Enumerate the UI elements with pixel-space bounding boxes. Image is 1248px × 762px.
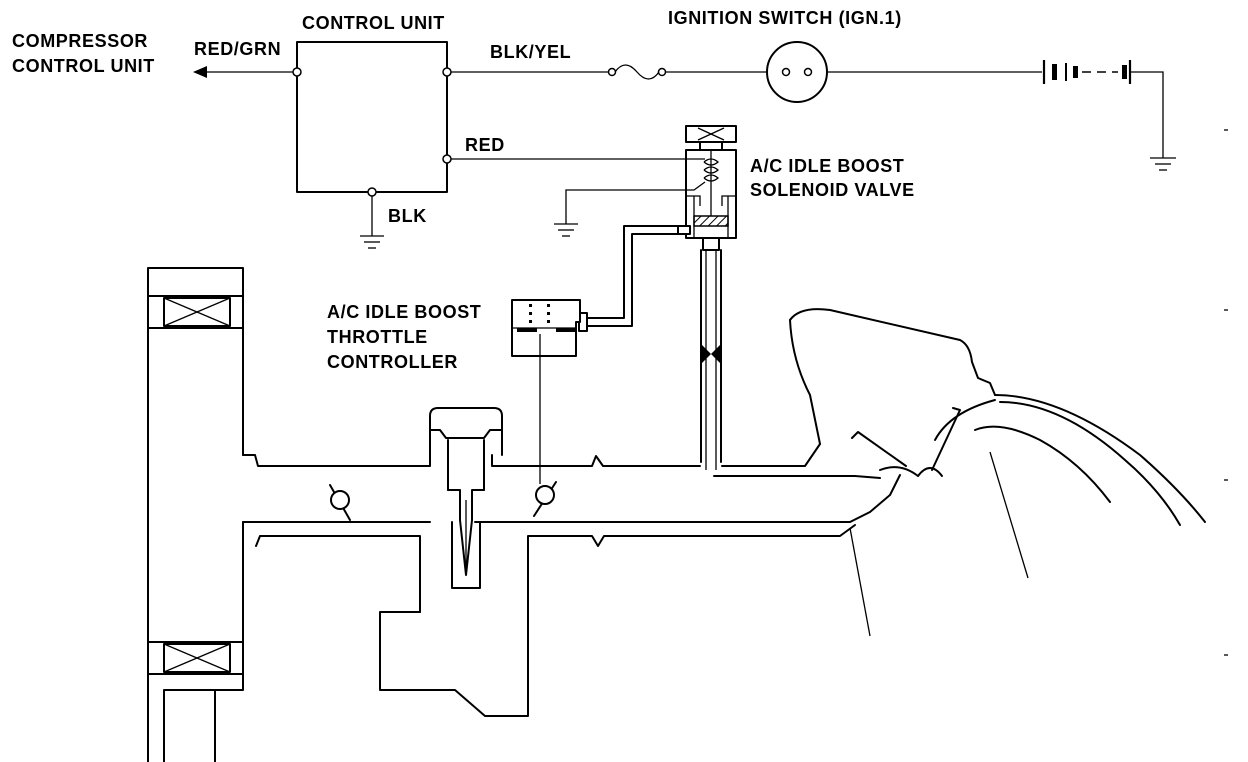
ignition-switch-icon — [766, 41, 828, 103]
wire-label-red-grn: RED/GRN — [194, 39, 281, 59]
ground-icon — [360, 235, 384, 249]
vacuum-hose-controller — [578, 225, 681, 332]
compressor-label-line1: COMPRESSOR — [12, 31, 148, 51]
control-unit-terminal-blk-yel — [442, 67, 452, 77]
wire-label-blk: BLK — [388, 206, 427, 226]
throttle-plate-icon — [533, 481, 557, 517]
throttle-label-line1: A/C IDLE BOOST — [327, 302, 481, 322]
throttle-label-line2: THROTTLE — [327, 327, 428, 347]
wire-label-blk-yel: BLK/YEL — [490, 42, 571, 62]
vacuum-hose-manifold — [700, 249, 722, 470]
air-cleaner — [147, 267, 244, 762]
battery-icon — [1042, 60, 1132, 84]
restrictor-icon — [701, 344, 711, 364]
intake-tract — [242, 407, 901, 717]
arrow-to-compressor-icon — [193, 66, 207, 78]
control-unit-label: CONTROL UNIT — [302, 13, 445, 33]
throttle-label-line3: CONTROLLER — [327, 352, 458, 372]
compressor-label-line2: CONTROL UNIT — [12, 56, 155, 76]
control-unit-terminal-red-grn — [292, 67, 302, 77]
wire-label-red: RED — [465, 135, 505, 155]
solenoid-label-line1: A/C IDLE BOOST — [750, 156, 904, 176]
electrical-circuit — [193, 41, 1176, 249]
control-unit-box — [296, 41, 448, 193]
fuse-icon — [607, 64, 667, 80]
control-unit-terminal-blk — [367, 187, 377, 197]
cylinder-head — [789, 308, 1206, 637]
labels: CONTROL UNIT IGNITION SWITCH (IGN.1) COM… — [12, 8, 915, 372]
ground-icon — [1150, 157, 1176, 171]
ignition-switch-label: IGNITION SWITCH (IGN.1) — [668, 8, 902, 28]
ground-icon — [554, 223, 578, 237]
solenoid-label-line2: SOLENOID VALVE — [750, 180, 915, 200]
control-unit-terminal-red — [442, 154, 452, 164]
solenoid-valve — [554, 125, 737, 251]
scan-marks — [1224, 129, 1228, 656]
throttle-plate-icon — [329, 484, 351, 521]
throttle-controller — [511, 299, 581, 484]
